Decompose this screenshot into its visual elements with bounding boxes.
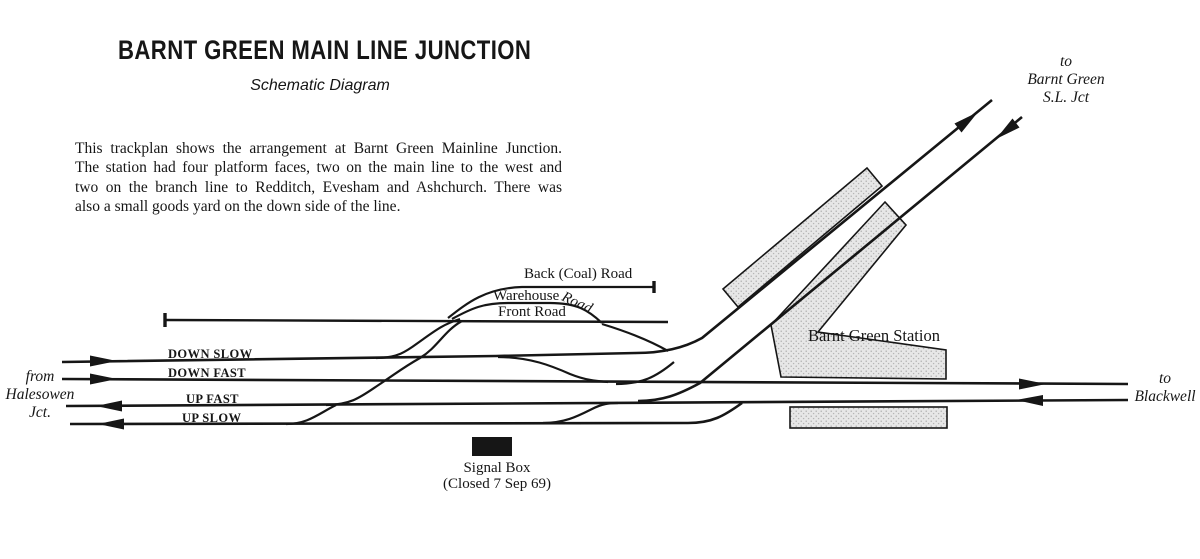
crossover-up-slow-up-fast-west [285, 404, 337, 426]
back-coal-road-label: Back (Coal) Road [524, 266, 633, 282]
branch-endpoint-line1: to [1059, 53, 1073, 70]
branch-outbound-arrow-icon [954, 112, 978, 133]
track-front-road-headshunt [164, 318, 669, 324]
crossover-down-slow-down-fast [497, 355, 609, 384]
branch-inbound-arrow-icon [996, 118, 1020, 139]
branch-endpoint-line3: S.L. Jct [1042, 89, 1090, 106]
east-endpoint-line2: Blackwell [1134, 388, 1196, 405]
west-endpoint-line3: Jct. [29, 404, 51, 421]
west-endpoint-line2: Halesowen [5, 386, 75, 403]
main-platform-south [789, 406, 948, 429]
track-warehouse-road [451, 301, 603, 324]
east-endpoint-label: to Blackwell [1125, 370, 1200, 406]
station-name-label: Barnt Green Station [808, 326, 940, 345]
up-fast-label: UP FAST [186, 392, 239, 406]
signal-box-name: Signal Box [463, 460, 531, 476]
description-line: also a small goods yard on the down side… [75, 197, 401, 215]
down-fast-label: DOWN FAST [168, 366, 247, 380]
front-road-label: Front Road [498, 304, 566, 320]
down-fast-east-arrow-icon [90, 373, 117, 385]
description-line: The station had four platform faces, two… [75, 159, 562, 177]
track-branch-up [637, 115, 1023, 403]
track-up-fast-main [65, 398, 1129, 408]
page-subtitle: Schematic Diagram [250, 77, 390, 94]
up-slow-west-arrow-icon [98, 418, 124, 430]
description-line: two on the branch line to Redditch, Eves… [75, 178, 562, 196]
connector-down-fast-to-branch [615, 361, 675, 386]
station-island-platform [770, 200, 947, 380]
track-back-coal-road [447, 285, 654, 319]
signal-box-marker [472, 437, 512, 456]
west-endpoint-line1: from [25, 368, 55, 385]
connector-front-road-to-branch [601, 322, 669, 352]
description-line: This trackplan shows the arrangement at … [75, 140, 562, 157]
signal-box-label: Signal Box (Closed 7 Sep 69) [432, 460, 562, 492]
branch-endpoint-line2: Barnt Green [1027, 71, 1105, 88]
east-endpoint-line1: to [1158, 370, 1172, 387]
description-paragraph: This trackplan shows the arrangement at … [75, 139, 562, 216]
crossover-down-slow-to-yard [375, 317, 461, 360]
up-fast-west-arrow-icon [96, 400, 122, 412]
crossover-up-slow-up-fast-east [542, 401, 619, 425]
ladder-up-fast-to-yard [325, 320, 463, 407]
down-slow-east-arrow-icon [90, 355, 117, 367]
down-slow-label: DOWN SLOW [168, 347, 253, 361]
main-east-arrow-icon [1019, 378, 1046, 390]
up-slow-label: UP SLOW [182, 411, 242, 425]
track-up-slow [69, 401, 743, 426]
page-title: BARNT GREEN MAIN LINE JUNCTION [118, 35, 532, 65]
signal-box-note: (Closed 7 Sep 69) [443, 476, 551, 492]
warehouse-road-label-part1: Warehouse [493, 288, 560, 304]
main-west-arrow-icon [1016, 395, 1043, 406]
branch-platform-west [721, 166, 884, 309]
west-endpoint-label: from Halesowen Jct. [2, 368, 78, 422]
branch-endpoint-label: to Barnt Green S.L. Jct [1006, 53, 1126, 107]
